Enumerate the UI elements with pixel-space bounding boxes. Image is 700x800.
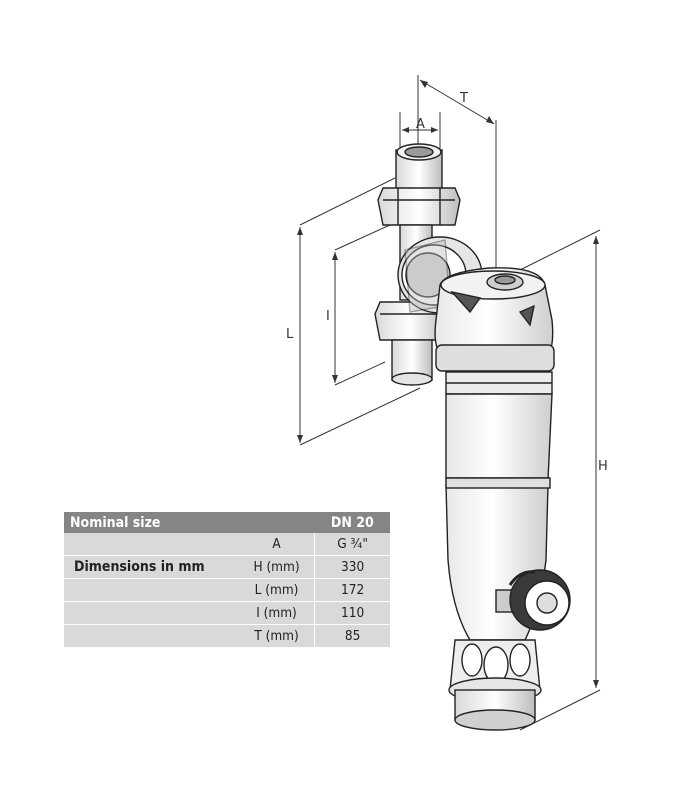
dimension-arrows xyxy=(297,80,599,688)
table-row: A G ¾" xyxy=(64,533,390,556)
table-header-row: Nominal size DN 20 xyxy=(64,512,390,533)
dimension-label-l: L xyxy=(286,327,294,342)
value-cell: 110 xyxy=(314,601,390,625)
dimension-label-t: T xyxy=(459,91,468,106)
table-row: Dimensions in mm H (mm) 330 xyxy=(64,555,390,579)
param-cell: A xyxy=(238,533,316,556)
value-cell: 85 xyxy=(314,624,390,648)
nominal-size-header: Nominal size xyxy=(64,512,315,533)
dimension-label-h: H xyxy=(598,459,608,474)
param-cell: H (mm) xyxy=(238,555,316,579)
param-cell: L (mm) xyxy=(238,578,316,602)
param-cell: I (mm) xyxy=(238,601,316,625)
dimensions-table: Nominal size DN 20 A G ¾" Dimensions in … xyxy=(64,512,390,648)
dimension-label-i: I xyxy=(326,309,330,324)
value-cell: 172 xyxy=(314,578,390,602)
value-cell: 330 xyxy=(314,555,390,579)
dn-header: DN 20 xyxy=(314,512,390,533)
value-cell: G ¾" xyxy=(314,533,390,556)
filter-illustration xyxy=(374,143,571,731)
dimensions-group-label: Dimensions in mm xyxy=(64,555,239,579)
table-row: L (mm) 172 xyxy=(64,578,390,602)
dimension-label-a: A xyxy=(416,117,425,132)
table-row: T (mm) 85 xyxy=(64,624,390,648)
table-row: I (mm) 110 xyxy=(64,601,390,625)
param-cell: T (mm) xyxy=(238,624,316,648)
